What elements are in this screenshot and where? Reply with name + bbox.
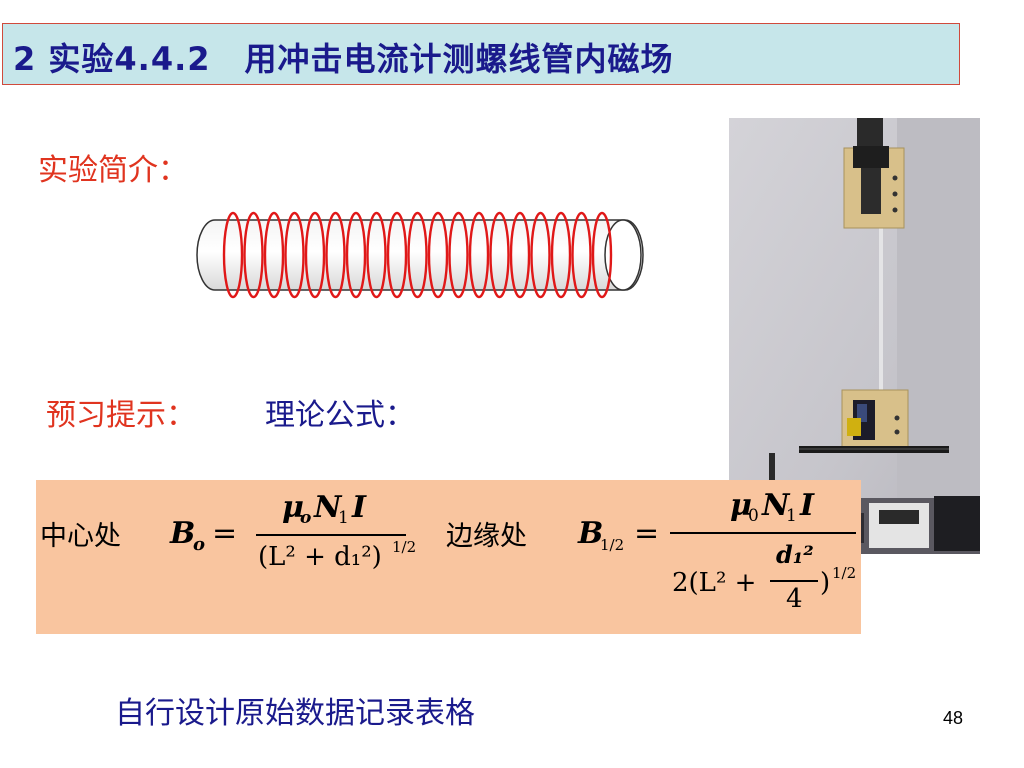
tube-end — [604, 219, 642, 291]
edge-num-mu: μ — [730, 488, 752, 523]
edge-inner-numerator: d₁² — [776, 540, 814, 569]
hint-label: 预习提示： — [46, 398, 196, 433]
edge-den-suffix: ) — [820, 568, 831, 598]
center-lhs: B — [170, 516, 196, 551]
coil-turn — [550, 211, 572, 299]
center-denominator: (L² + d₁²) — [258, 542, 382, 572]
center-lhs-sub: o — [193, 534, 206, 555]
coil-turn — [325, 211, 346, 299]
coil-turn — [284, 211, 305, 299]
edge-den-prefix: 2(L² + — [672, 568, 757, 598]
center-num-n-sub: 1 — [338, 508, 349, 528]
coil-turn — [571, 211, 592, 299]
intro-label: 实验简介： — [38, 153, 188, 188]
edge-num-mu-sub: 0 — [748, 506, 759, 526]
center-equals: = — [212, 516, 238, 551]
title-bar: 2 实验4.4.2 用冲击电流计测螺线管内磁场 — [2, 23, 960, 85]
edge-num-n-sub: 1 — [786, 506, 797, 526]
edge-num-n: N — [762, 488, 790, 523]
center-num-i: I — [352, 490, 367, 525]
slide-title: 2 实验4.4.2 用冲击电流计测螺线管内磁场 — [13, 34, 674, 80]
center-label: 中心处 — [40, 521, 121, 552]
edge-inner-fraction-bar — [770, 580, 818, 582]
coil-turn — [468, 211, 490, 299]
theory-label: 理论公式： — [265, 398, 415, 433]
coil-turn — [509, 211, 531, 299]
coil-turn — [530, 211, 551, 299]
apparatus-photo — [729, 118, 980, 554]
title-number: 2 实验4.4.2 — [13, 40, 211, 78]
coil-windings — [222, 211, 613, 299]
center-fraction-bar — [256, 534, 406, 536]
center-num-n: N — [314, 490, 342, 525]
edge-inner-denominator: 4 — [786, 584, 803, 614]
edge-lhs: B — [578, 516, 604, 551]
coil-turn — [243, 211, 264, 299]
solenoid-illustration — [196, 211, 644, 299]
coil-turn — [366, 211, 387, 299]
coil-turn — [591, 211, 613, 299]
coil-turn — [386, 211, 408, 299]
coil-turn — [407, 211, 428, 299]
edge-lhs-sub: 1/2 — [600, 536, 625, 554]
title-text: 用冲击电流计测螺线管内磁场 — [244, 40, 674, 78]
coil-turn — [263, 211, 285, 299]
page-number: 48 — [943, 708, 964, 728]
coil-turn — [489, 211, 510, 299]
coil-turn — [448, 211, 469, 299]
coil-turn — [304, 211, 326, 299]
edge-den-exp: 1/2 — [832, 564, 857, 582]
center-num-mu-sub: o — [300, 508, 312, 528]
center-num-mu: μ — [282, 490, 304, 525]
coil-turn — [222, 211, 244, 299]
edge-fraction-bar — [670, 532, 856, 534]
edge-num-i: I — [800, 488, 815, 523]
record-table-prompt: 自行设计原始数据记录表格 — [115, 696, 475, 731]
coil-turn — [345, 211, 367, 299]
edge-formula: B 1/2 = μ 0 N 1 I 2(L² + d₁² 4 ) 1/2 — [570, 480, 860, 634]
center-formula: B o = μ o N 1 I (L² + d₁²) 1/2 — [162, 480, 422, 630]
coil-turn — [427, 211, 449, 299]
center-den-exp: 1/2 — [392, 538, 417, 556]
edge-label: 边缘处 — [446, 521, 527, 552]
formula-box: 中心处 B o = μ o N 1 I (L² + d₁²) 1/2 边缘处 B… — [36, 480, 861, 634]
edge-equals: = — [634, 516, 660, 551]
